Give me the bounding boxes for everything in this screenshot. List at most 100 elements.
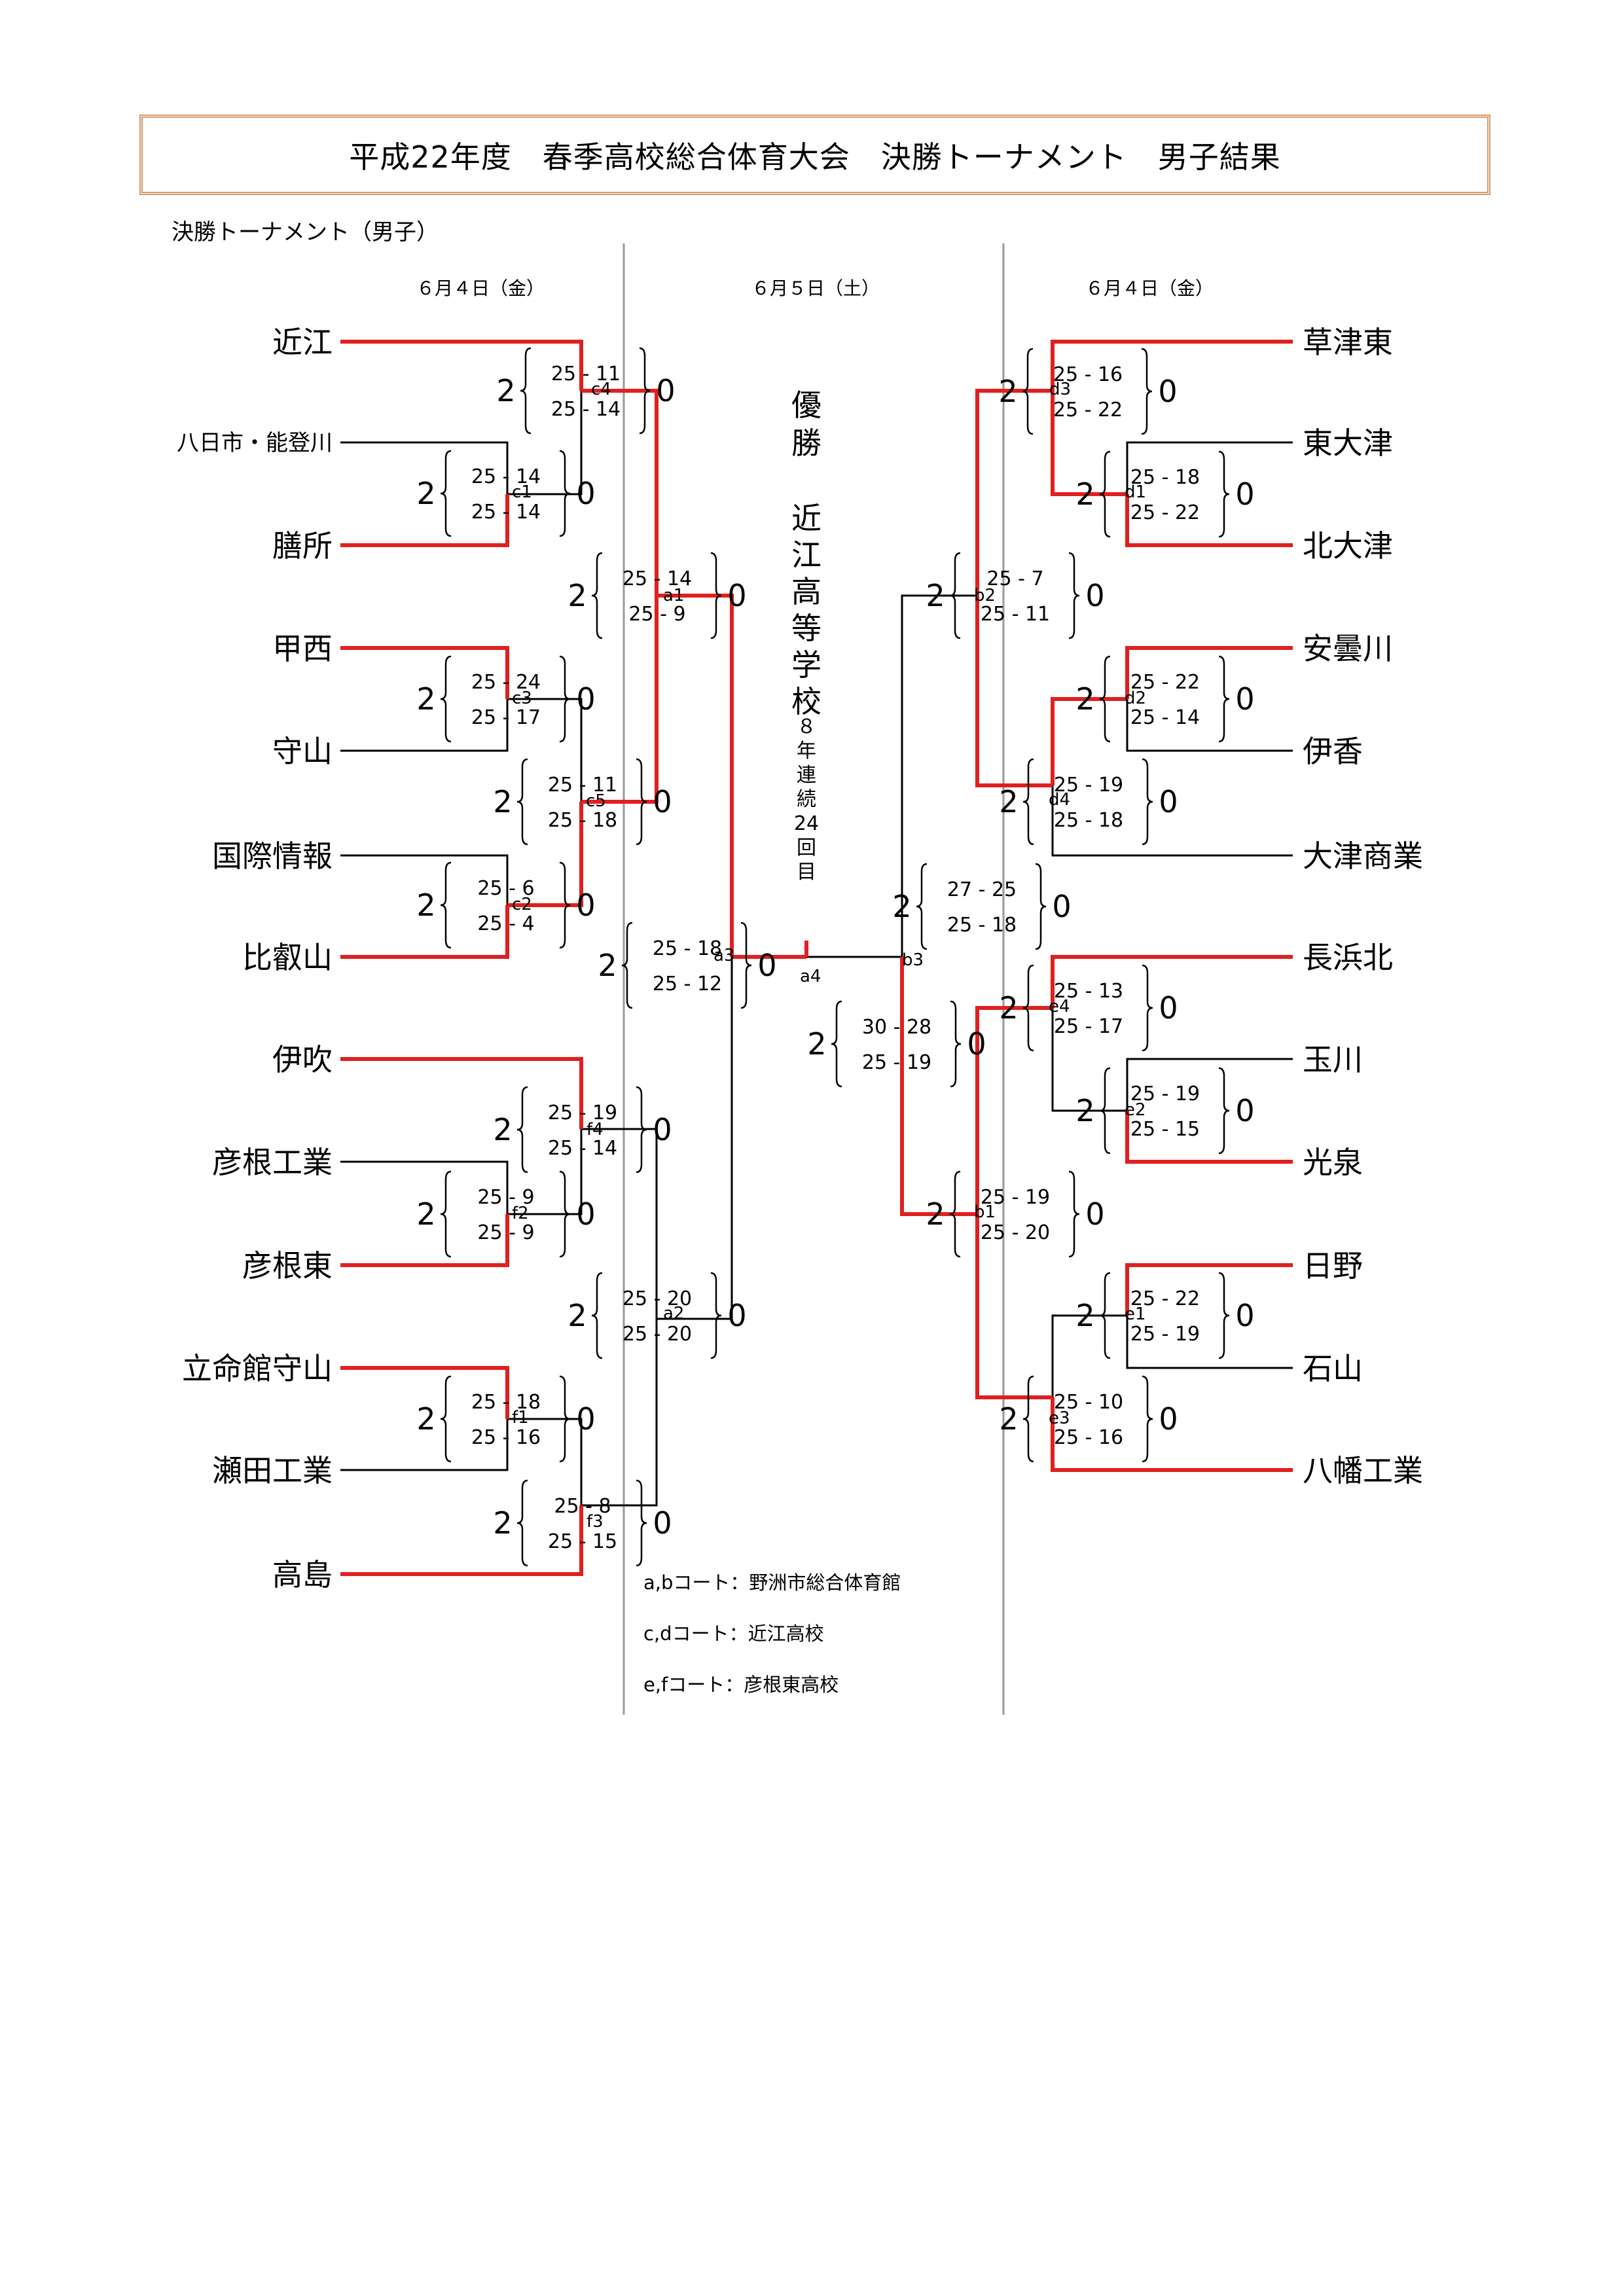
- match-score-a: 2: [493, 1505, 512, 1541]
- bracket-line-43: [900, 957, 977, 1216]
- match-score-a: 2: [416, 1401, 435, 1437]
- match-brace-left: [1022, 1375, 1034, 1463]
- match-set-2: 25 - 19: [1130, 1323, 1200, 1346]
- match-score-a: 2: [892, 889, 911, 924]
- court-note-0: a,bコート：野洲市総合体育館: [643, 1571, 901, 1594]
- match-score-a: 2: [416, 888, 435, 923]
- match-score-a: 2: [1075, 1298, 1094, 1333]
- match-set-2: 25 - 14: [551, 398, 621, 421]
- match-score-b: 0: [576, 1196, 595, 1232]
- bracket-line-2: [340, 441, 509, 494]
- champion-note-char: 連: [797, 764, 816, 787]
- match-score-b: 0: [576, 681, 595, 717]
- match-brace-left: [440, 450, 452, 537]
- match-set-1: 25 - 18: [1130, 466, 1200, 489]
- match-set-1: 25 - 22: [1130, 1287, 1200, 1310]
- match-score-b: 0: [1235, 1298, 1254, 1333]
- match-score-a: 2: [493, 784, 512, 819]
- champion-note-char: 目: [797, 861, 816, 884]
- match-set-1: 25 - 16: [1053, 363, 1123, 386]
- match-brace-right: [740, 922, 752, 1009]
- match-brace-right: [636, 1479, 647, 1567]
- match-brace-right: [559, 1375, 571, 1463]
- bracket-line-40: [1125, 1111, 1293, 1164]
- champion-note-char: 回: [797, 836, 816, 859]
- team-right-10: 石山: [1303, 1351, 1363, 1386]
- champion-note-char: 続: [797, 788, 816, 811]
- match-set-2: 25 - 14: [471, 501, 541, 524]
- match-score-a: 2: [807, 1026, 826, 1062]
- bracket-line-42: [975, 1006, 1053, 1214]
- match-brace-right: [1142, 758, 1153, 846]
- match-set-1: 25 - 18: [653, 937, 722, 960]
- match-score-b: 0: [1159, 1401, 1178, 1437]
- bracket-line-28: [1125, 494, 1293, 547]
- match-score-a: 2: [1075, 476, 1094, 512]
- bracket-line-22: [340, 1419, 509, 1471]
- champion-school-char: 高: [791, 574, 821, 609]
- match-set-1: 25 - 19: [1130, 1083, 1200, 1105]
- match-id-label: c3: [512, 689, 532, 708]
- match-set-2: 25 - 15: [548, 1530, 617, 1553]
- match-brace-left: [1022, 758, 1034, 846]
- match-score-b: 0: [1158, 374, 1177, 409]
- match-id-label: c1: [512, 482, 532, 502]
- team-right-2: 北大津: [1303, 528, 1393, 564]
- team-left-2: 膳所: [272, 528, 333, 564]
- match-id-label: a3: [713, 946, 734, 965]
- champion-note-char: ８: [797, 715, 816, 738]
- bracket-line-1: [340, 494, 509, 547]
- champion-label-char: 勝: [791, 425, 821, 461]
- match-score-b: 0: [1085, 578, 1104, 613]
- match-set-2: 25 - 20: [623, 1323, 692, 1346]
- match-score-a: 2: [999, 1401, 1018, 1437]
- team-right-6: 長浜北: [1303, 940, 1393, 975]
- team-left-9: 彦根東: [242, 1248, 333, 1283]
- match-set-2: 25 - 22: [1130, 501, 1200, 524]
- match-set-2: 25 - 14: [548, 1137, 617, 1160]
- match-brace-right: [950, 1000, 962, 1088]
- bracket-line-7: [340, 699, 509, 752]
- bracket-line-47: [1051, 1397, 1293, 1472]
- match-id-label: f4: [586, 1120, 604, 1139]
- match-set-2: 25 - 15: [1130, 1118, 1200, 1141]
- team-right-11: 八幡工業: [1303, 1453, 1423, 1488]
- match-brace-left: [949, 1170, 961, 1258]
- match-brace-left: [1022, 964, 1034, 1052]
- match-brace-right: [710, 552, 722, 639]
- bracket-line-20: [657, 957, 733, 1320]
- team-right-7: 玉川: [1303, 1042, 1363, 1077]
- match-set-1: 25 - 10: [1054, 1391, 1123, 1414]
- match-id-label: f1: [512, 1408, 529, 1427]
- match-brace-left: [1099, 1067, 1111, 1155]
- bracket-line-23: [507, 1418, 583, 1505]
- team-left-5: 国際情報: [212, 838, 333, 874]
- bracket-line-25: [581, 1319, 658, 1507]
- bracket-line-24: [340, 1505, 583, 1576]
- team-right-8: 光泉: [1303, 1145, 1363, 1180]
- match-brace-right: [559, 655, 571, 743]
- match-score-b: 0: [1052, 889, 1071, 924]
- match-score-a: 2: [568, 1298, 586, 1333]
- team-right-1: 東大津: [1303, 425, 1393, 461]
- match-brace-right: [559, 450, 571, 537]
- match-brace-left: [1022, 348, 1034, 435]
- match-id-label: c4: [591, 380, 611, 399]
- bracket-line-5: [657, 594, 734, 957]
- match-id-label: a1: [663, 586, 684, 605]
- match-score-a: 2: [568, 578, 586, 613]
- team-left-12: 高島: [272, 1557, 333, 1592]
- team-right-5: 大津商業: [1303, 838, 1423, 874]
- match-set-2: 25 - 18: [947, 914, 1017, 937]
- team-right-4: 伊香: [1303, 734, 1363, 769]
- match-score-b: 0: [1235, 1093, 1254, 1128]
- match-score-b: 0: [757, 948, 776, 983]
